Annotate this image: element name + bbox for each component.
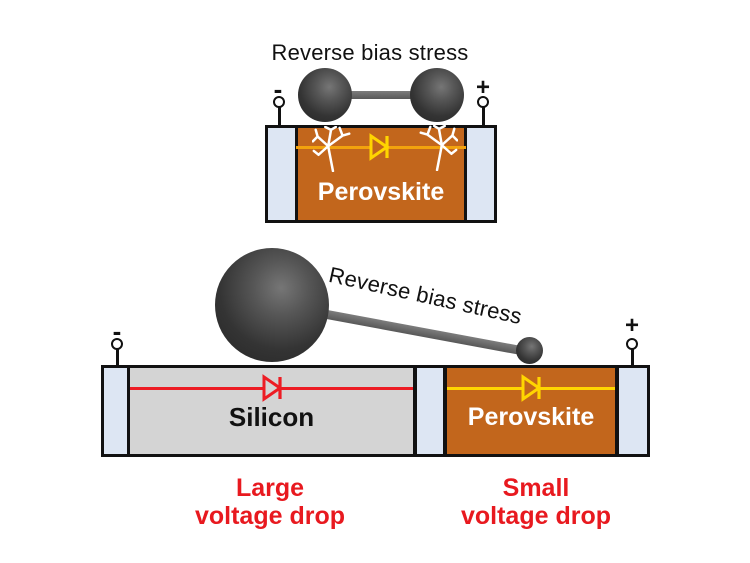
electrode-layer-left — [268, 128, 295, 220]
terminal-wire — [631, 349, 634, 366]
diode-icon — [521, 374, 542, 402]
stress-ball-small — [516, 337, 543, 364]
caption-line: Large — [235, 474, 305, 502]
positive-sign: + — [475, 74, 490, 101]
diode-icon — [262, 374, 283, 402]
dumbbell-bar — [340, 91, 424, 99]
diode-icon — [369, 133, 390, 161]
caption-line: Small — [502, 474, 570, 502]
caption-line: voltage drop — [194, 502, 345, 530]
layer-divider — [615, 368, 619, 454]
layer-divider — [127, 368, 130, 454]
terminal-wire — [278, 107, 281, 125]
layer-divider — [295, 128, 298, 220]
bottom-stress-label: Reverse bias stress — [326, 262, 525, 330]
perovskite-label: Perovskite — [467, 403, 595, 431]
negative-sign: - — [273, 74, 283, 104]
terminal-wire — [482, 107, 485, 125]
crack-icon — [419, 125, 458, 171]
layer-divider — [443, 368, 447, 454]
terminal-circle — [626, 338, 638, 350]
stress-ball-right — [410, 68, 464, 122]
electrode-layer-right — [467, 128, 494, 220]
electrode-layer-right — [619, 368, 647, 454]
bottom-device — [101, 365, 650, 457]
positive-sign: + — [624, 312, 639, 339]
stress-ball-large — [215, 248, 329, 362]
terminal-circle — [111, 338, 123, 350]
terminal-circle — [477, 96, 489, 108]
caption-line: voltage drop — [460, 502, 611, 530]
negative-sign: - — [112, 316, 122, 346]
electrode-layer-middle — [417, 368, 443, 454]
silicon-caption: Large voltage drop — [150, 474, 390, 530]
perovskite-label: Perovskite — [317, 178, 445, 206]
terminal-wire — [116, 349, 119, 366]
stress-ball-left — [298, 68, 352, 122]
top-title: Reverse bias stress — [271, 40, 469, 65]
terminal-circle — [273, 96, 285, 108]
layer-divider — [464, 128, 467, 220]
silicon-label: Silicon — [228, 402, 315, 432]
electrode-layer-left — [104, 368, 127, 454]
crack-icon — [312, 126, 351, 172]
perovskite-caption: Small voltage drop — [416, 474, 656, 530]
layer-divider — [413, 368, 417, 454]
